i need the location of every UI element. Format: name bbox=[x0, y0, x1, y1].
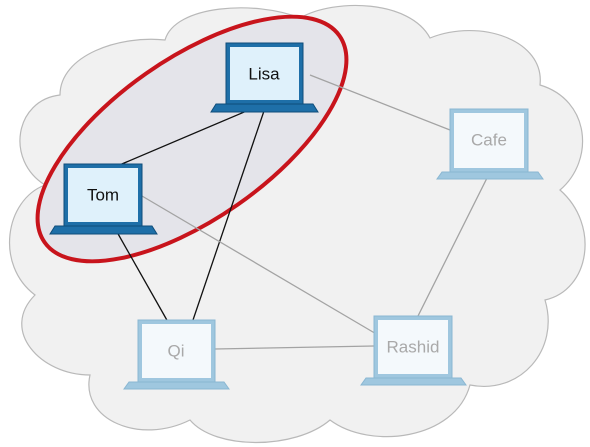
laptop-tom-base bbox=[49, 225, 158, 235]
node-label-lisa: Lisa bbox=[248, 64, 280, 83]
edge-lisa-qi bbox=[192, 107, 266, 321]
laptop-tom[interactable]: Tom bbox=[49, 163, 158, 235]
laptop-cafe-base bbox=[436, 171, 544, 180]
edge-qi-rashid bbox=[214, 345, 375, 350]
laptop-qi-base bbox=[123, 381, 230, 390]
laptop-lisa-screen bbox=[230, 47, 299, 100]
edge-tom-qi bbox=[116, 231, 169, 323]
laptop-cafe-screen bbox=[454, 113, 524, 168]
laptop-lisa[interactable]: Lisa bbox=[210, 42, 319, 113]
laptop-tom-screen bbox=[68, 168, 138, 222]
laptop-cafe[interactable]: Cafe bbox=[436, 108, 544, 180]
laptop-rashid-base bbox=[360, 377, 467, 386]
edge-lisa-cafe bbox=[309, 74, 451, 131]
edge-tom-rashid bbox=[141, 195, 379, 336]
edge-cafe-rashid bbox=[416, 177, 488, 319]
laptop-qi-screen bbox=[142, 324, 211, 378]
node-label-rashid: Rashid bbox=[387, 337, 440, 356]
laptop-rashid-screen bbox=[378, 320, 448, 374]
laptop-rashid[interactable]: Rashid bbox=[360, 315, 467, 386]
node-label-cafe: Cafe bbox=[471, 130, 507, 149]
node-label-qi: Qi bbox=[168, 341, 185, 360]
node-label-tom: Tom bbox=[87, 185, 119, 204]
edges bbox=[102, 74, 488, 350]
laptop-lisa-base bbox=[210, 103, 319, 113]
edge-lisa-tom bbox=[102, 103, 264, 173]
laptop-qi[interactable]: Qi bbox=[123, 319, 230, 390]
